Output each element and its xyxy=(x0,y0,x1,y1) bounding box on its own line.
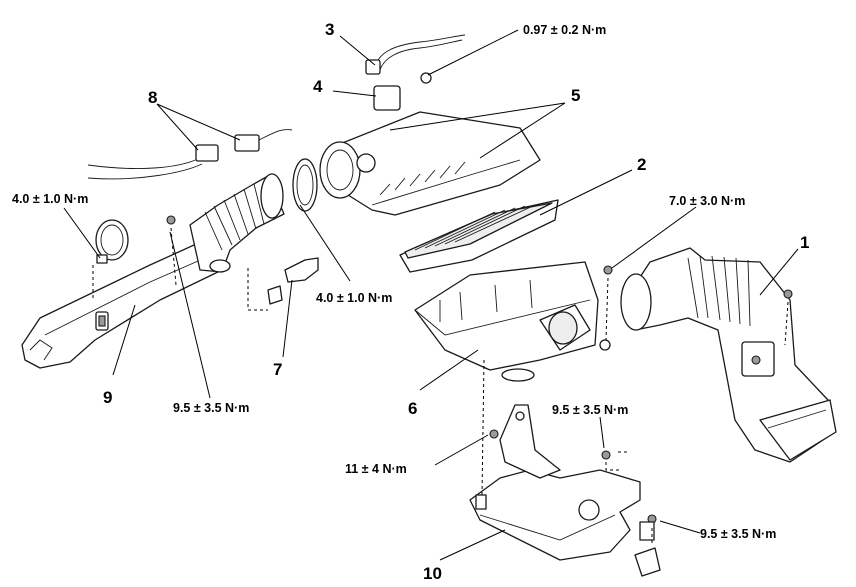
callout-3: 3 xyxy=(325,20,334,39)
torque-label: 11 ± 4 N·m xyxy=(345,462,407,476)
leader-lines xyxy=(63,29,799,561)
callout-numbers: 3 4 5 2 8 1 7 9 6 10 xyxy=(103,20,809,583)
air-inlet-duct xyxy=(620,247,837,463)
hose-clamp-left xyxy=(95,219,129,264)
torque-label: 4.0 ± 1.0 N·m xyxy=(12,192,88,206)
callout-6: 6 xyxy=(408,399,417,418)
air-flow-sensor-harness xyxy=(365,34,466,111)
hose-clamp-center xyxy=(292,158,318,212)
bolt-icon xyxy=(601,450,611,460)
intake-duct xyxy=(21,239,223,369)
torque-label: 9.5 ± 3.5 N·m xyxy=(700,527,776,541)
air-filter-element xyxy=(399,199,559,273)
alignment-lines xyxy=(92,227,789,545)
callout-8: 8 xyxy=(148,88,157,107)
bolts xyxy=(166,215,793,524)
bolt-icon xyxy=(489,429,499,439)
torque-label: 9.5 ± 3.5 N·m xyxy=(173,401,249,415)
torque-labels: 0.97 ± 0.2 N·m 4.0 ± 1.0 N·m 4.0 ± 1.0 N… xyxy=(12,23,776,541)
callout-1: 1 xyxy=(800,233,809,252)
bolt-icon xyxy=(783,289,793,299)
callout-4: 4 xyxy=(313,77,323,96)
bellows-elbow xyxy=(189,173,285,273)
air-cleaner-case xyxy=(414,261,611,382)
torque-label: 0.97 ± 0.2 N·m xyxy=(523,23,606,37)
callout-7: 7 xyxy=(273,360,282,379)
air-cleaner-cover xyxy=(319,111,541,216)
torque-label: 9.5 ± 3.5 N·m xyxy=(552,403,628,417)
bolt-icon xyxy=(166,215,176,225)
callout-10: 10 xyxy=(423,564,442,583)
callout-9: 9 xyxy=(103,388,112,407)
torque-label: 7.0 ± 3.0 N·m xyxy=(669,194,745,208)
wiring-harness-connectors xyxy=(87,129,293,180)
hose-fitting xyxy=(267,257,319,305)
torque-label: 4.0 ± 1.0 N·m xyxy=(316,291,392,305)
mounting-bracket xyxy=(469,404,661,577)
callout-2: 2 xyxy=(637,155,646,174)
callout-5: 5 xyxy=(571,86,580,105)
bolt-icon xyxy=(603,265,613,275)
